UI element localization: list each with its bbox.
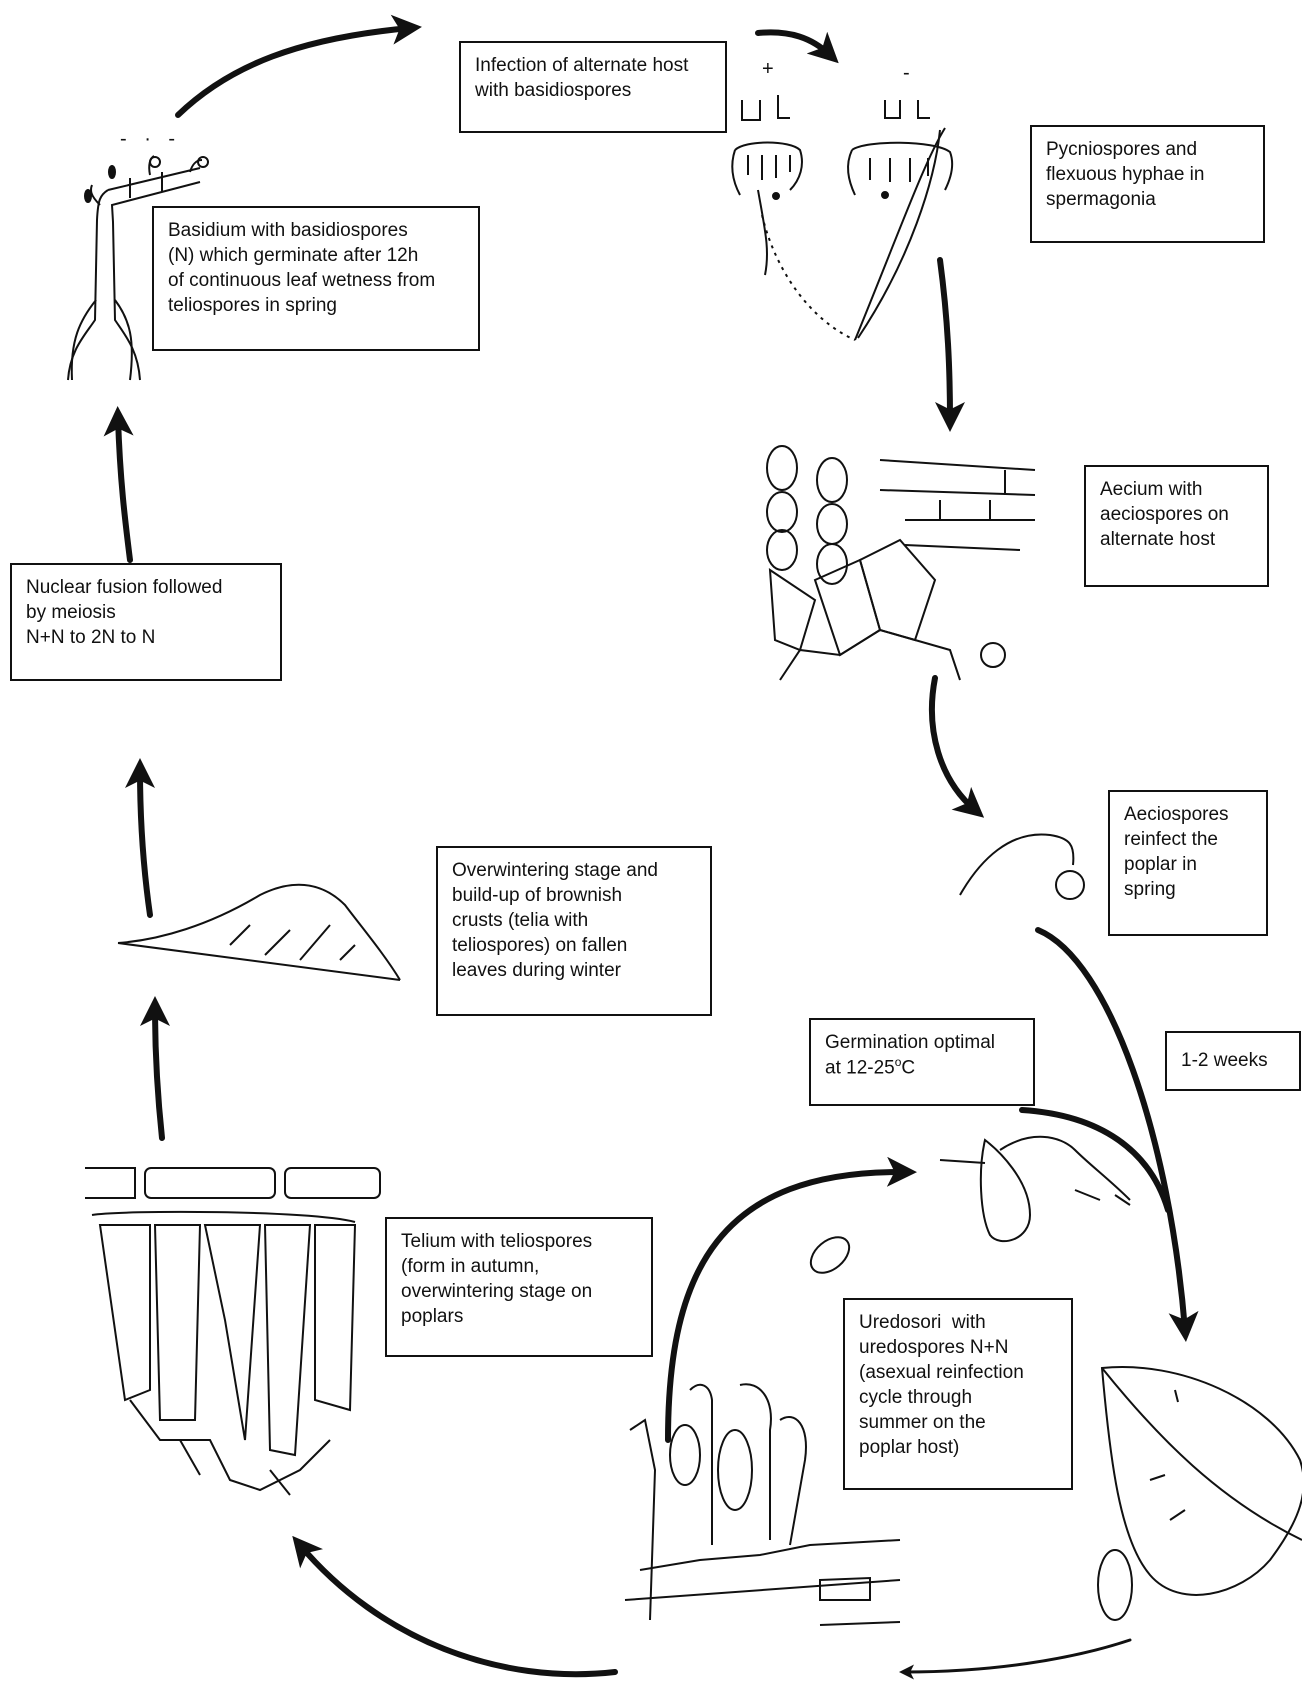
uredosori-line-4: cycle through [859,1385,1057,1410]
germination-line-2: at 12-25oC [825,1055,1019,1080]
plus-mating-sign: + [762,58,774,81]
basidium-line-1: Basidium with basidiospores [168,218,464,243]
fallen-leaf-drawing [118,885,400,980]
arrow-nuclear-to-basidium [118,418,130,560]
pycniospores-line-2: flexuous hyphae in [1046,162,1249,187]
basidium-line-2: (N) which germinate after 12h [168,243,464,268]
poplar-leaf-drawing [1098,1367,1302,1620]
uredosori-line-1: Uredosori with [859,1310,1057,1335]
aecium-line-2: aeciospores on [1100,502,1253,527]
nuclear-fusion-label-box: Nuclear fusion followed by meiosis N+N t… [10,563,282,681]
germination-temp-range: at 12-25 [825,1057,895,1078]
pycniospores-label-box: Pycniospores and flexuous hyphae in sper… [1030,125,1265,243]
telium-line-3: overwintering stage on [401,1279,637,1304]
overwintering-line-3: crusts (telia with [452,908,696,933]
duration-label-box: 1-2 weeks [1165,1031,1301,1091]
uredosori-line-5: summer on the [859,1410,1057,1435]
arrow-overwinter-to-nuclear [140,770,150,915]
duration-label: 1-2 weeks [1181,1048,1285,1073]
uredosori-line-6: poplar host) [859,1435,1057,1460]
arrow-infection-to-pycnia [758,32,830,55]
nuclear-line-2: by meiosis [26,600,266,625]
celsius-unit: C [901,1057,915,1078]
aecium-line-1: Aecium with [1100,477,1253,502]
aecium-line-3: alternate host [1100,527,1253,552]
basidium-line-4: teliospores in spring [168,293,464,318]
aecium-label-box: Aecium with aeciospores on alternate hos… [1084,465,1269,587]
pycnia-drawing [732,95,952,340]
pycniospores-line-1: Pycniospores and [1046,137,1249,162]
aeciospores-label-box: Aeciospores reinfect the poplar in sprin… [1108,790,1268,936]
overwintering-label-box: Overwintering stage and build-up of brow… [436,846,712,1016]
basidium-label-box: Basidium with basidiospores (N) which ge… [152,206,480,351]
aeciospores-line-1: Aeciospores [1124,802,1252,827]
arrow-basidium-to-infection [178,28,410,115]
nuclear-line-1: Nuclear fusion followed [26,575,266,600]
telium-line-2: (form in autumn, [401,1254,637,1279]
telium-line-4: poplars [401,1304,637,1329]
basidiospore-mating-marks: - · - [120,128,181,151]
telium-drawing [85,1168,380,1495]
arrow-aecium-to-aeciospore [932,678,975,810]
arrow-germination-to-leaf [1022,1110,1168,1210]
overwintering-line-1: Overwintering stage and [452,858,696,883]
infection-line-2: with basidiospores [475,78,711,103]
overwintering-line-5: leaves during winter [452,958,696,983]
aeciospores-line-2: reinfect the [1124,827,1252,852]
nuclear-line-3: N+N to 2N to N [26,625,266,650]
aecium-drawing [767,446,1035,680]
overwintering-line-2: build-up of brownish [452,883,696,908]
pycniospores-line-3: spermagonia [1046,187,1249,212]
arrow-telium-to-overwinter [155,1008,162,1138]
minus-mating-sign: - [903,62,910,85]
germination-label-box: Germination optimal at 12-25oC [809,1018,1035,1106]
arrow-uredosori-to-telium [300,1545,615,1674]
infection-label-box: Infection of alternate host with basidio… [459,41,727,133]
germination-line-1: Germination optimal [825,1030,1019,1055]
overwintering-line-4: teliospores) on fallen [452,933,696,958]
uredosori-line-2: uredospores N+N [859,1335,1057,1360]
arrow-aeciospore-to-leaf [1038,930,1185,1330]
infection-line-1: Infection of alternate host [475,53,711,78]
telium-line-1: Telium with teliospores [401,1229,637,1254]
uredosori-line-3: (asexual reinfection [859,1360,1057,1385]
aeciospore-drawing [960,834,1084,899]
aeciospores-line-3: poplar in [1124,852,1252,877]
telium-label-box: Telium with teliospores (form in autumn,… [385,1217,653,1357]
germinating-spore-drawing [804,1137,1130,1280]
basidium-line-3: of continuous leaf wetness from [168,268,464,293]
uredosori-label-box: Uredosori with uredospores N+N (asexual … [843,1298,1073,1490]
arrow-pycnia-to-aecium [940,260,950,420]
aeciospores-line-4: spring [1124,877,1252,902]
arrow-leaf-to-uredosori [905,1640,1130,1672]
